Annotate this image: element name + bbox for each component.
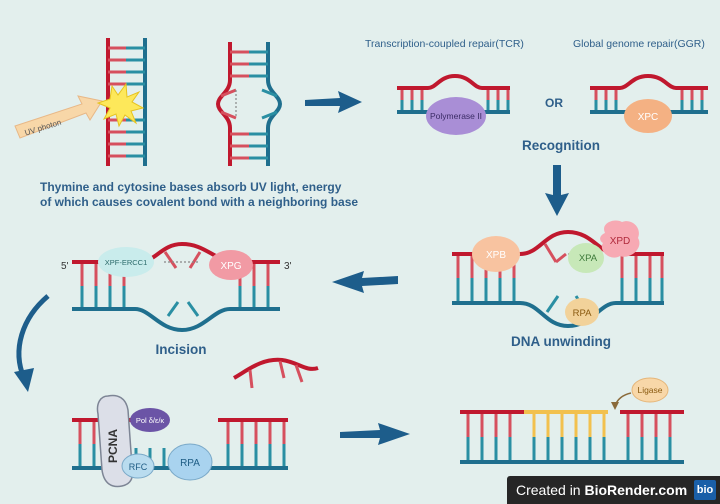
xpa-label: XPA <box>579 253 598 264</box>
xpg-label: XPG <box>220 261 241 272</box>
rfc-label: RFC <box>129 462 148 472</box>
incision-label: Incision <box>155 342 206 357</box>
xpa-protein <box>568 243 604 273</box>
biorender-label: BioRender.com <box>584 482 688 498</box>
xpf-ercc1-label: XPF-ERCC1 <box>105 258 148 267</box>
dna-incision <box>72 241 280 333</box>
pol-protein <box>130 408 170 432</box>
xpb-protein <box>472 236 520 272</box>
process-arrow-icon <box>14 294 50 392</box>
ggr-label: Global genome repair(GGR) <box>573 38 705 50</box>
or-label: OR <box>545 96 563 110</box>
dna-ligation <box>460 377 684 464</box>
xpd-label: XPD <box>610 236 631 247</box>
process-arrow-icon <box>340 423 410 445</box>
created-in-label: Created in <box>516 482 581 498</box>
xpc-label: XPC <box>638 112 659 123</box>
ligase-label: Ligase <box>637 385 662 395</box>
caption-line-1: Thymine and cytosine bases absorb UV lig… <box>40 180 342 194</box>
ligase-arrow-icon <box>611 392 632 410</box>
pol-label: Pol δ/ε/κ <box>136 416 165 425</box>
three-prime-label: 3' <box>284 261 292 272</box>
rpa-synthesis-protein <box>167 443 213 481</box>
rpa-protein <box>565 298 599 326</box>
dna-straight-with-damage <box>106 38 147 166</box>
rpa-unwinding-label: RPA <box>573 308 592 319</box>
process-arrow-icon <box>305 91 362 113</box>
uv-photon-arrow-icon <box>14 95 103 139</box>
five-prime-label: 5' <box>61 261 69 272</box>
dna-ggr <box>590 73 708 133</box>
xpd-protein <box>600 220 640 258</box>
pcna-label: PCNA <box>106 429 120 463</box>
biorender-badge[interactable]: Created in BioRender.com bio <box>507 476 720 504</box>
polymerase-protein <box>426 97 486 135</box>
ligase-protein <box>631 377 669 403</box>
recognition-label: Recognition <box>522 138 600 153</box>
xpb-label: XPB <box>486 250 506 261</box>
uv-burst-icon <box>96 82 145 128</box>
dna-unwinding-label: DNA unwinding <box>511 334 611 349</box>
caption-line-2: of which causes covalent bond with a nei… <box>40 195 359 209</box>
xpf-ercc1-protein <box>98 247 154 277</box>
bio-logo-icon: bio <box>694 480 716 500</box>
rfc-protein <box>121 453 155 479</box>
process-arrow-icon <box>545 165 569 216</box>
dna-unwinding <box>452 220 664 329</box>
dna-bent-dimer <box>215 42 283 166</box>
dna-synthesis <box>72 394 288 488</box>
created-in-text: Created in BioRender.com <box>516 476 687 504</box>
rpa-synthesis-label: RPA <box>180 458 200 469</box>
polymerase-label: Polymerase II <box>430 111 482 121</box>
process-arrow-icon <box>332 271 398 293</box>
dna-tcr <box>397 73 510 135</box>
damage-caption: Thymine and cytosine bases absorb UV lig… <box>40 180 360 210</box>
excised-fragment <box>233 357 319 389</box>
tcr-label: Transcription-coupled repair(TCR) <box>365 38 524 50</box>
xpc-protein <box>624 99 672 133</box>
xpg-protein <box>209 250 253 280</box>
